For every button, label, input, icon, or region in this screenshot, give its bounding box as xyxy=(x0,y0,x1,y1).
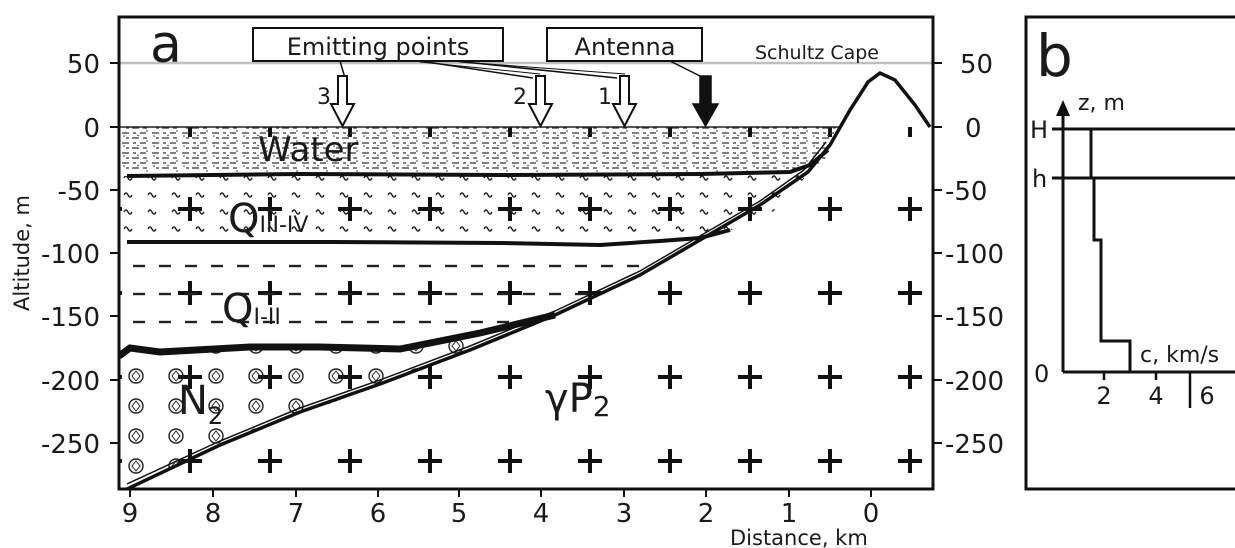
y-tick-label: -100 xyxy=(945,240,1004,270)
x-axis-label: Distance, km xyxy=(730,526,868,548)
c-tick-label: 2 xyxy=(1096,382,1111,410)
antenna-label: Antenna xyxy=(575,33,676,61)
panel-b-frame xyxy=(1024,15,1235,491)
x-tick-label: 0 xyxy=(863,499,880,529)
x-tick-label: 5 xyxy=(451,499,468,529)
q-iii-iv-label: QIII-IV xyxy=(228,196,308,242)
cape-label: Schultz Cape xyxy=(755,42,879,64)
water-layer xyxy=(119,127,836,172)
x-tick-label: 3 xyxy=(616,499,633,529)
y-tick-label: -200 xyxy=(945,367,1004,397)
n2-label: N2 xyxy=(178,378,223,430)
water-label: Water xyxy=(258,130,359,170)
x-tick-label: 9 xyxy=(122,499,139,529)
c-axis-label: c, km/s xyxy=(1140,343,1219,368)
x-tick-label: 7 xyxy=(288,499,305,529)
bedrock-slope-inner xyxy=(126,141,827,485)
antenna-callout: Antenna xyxy=(546,27,703,77)
y-axis-left: 50 0 -50 -100 -150 -200 -250 xyxy=(41,50,119,460)
h-lower-label: h xyxy=(1032,165,1047,193)
x-axis: 9 8 7 6 5 4 3 2 1 0 xyxy=(122,489,880,529)
point-label: 3 xyxy=(317,85,331,110)
y-tick-label: -50 xyxy=(945,177,987,207)
y-tick-label: 0 xyxy=(965,114,982,144)
point-label: 2 xyxy=(513,85,527,110)
emitting-points-label: Emitting points xyxy=(287,33,469,61)
z-axis-arrowhead xyxy=(1056,100,1070,116)
panel-a-letter: a xyxy=(150,15,182,75)
point-label: 1 xyxy=(598,85,612,110)
x-tick-label: 8 xyxy=(205,499,222,529)
x-tick-label: 4 xyxy=(533,499,550,529)
emitting-point-2: 2 xyxy=(513,75,554,129)
h-upper-label: H xyxy=(1030,116,1048,144)
z-axis-label: z, m xyxy=(1078,91,1125,116)
velocity-profile xyxy=(1089,129,1132,372)
emitting-point-3: 3 xyxy=(317,75,356,129)
panel-b-letter: b xyxy=(1036,22,1073,90)
y-tick-label: 50 xyxy=(960,50,993,80)
q-i-ii-bottom-boundary xyxy=(119,311,556,359)
c-tick-label: 6 xyxy=(1199,382,1214,410)
y-tick-label: -50 xyxy=(58,177,100,207)
y-tick-label: 50 xyxy=(67,50,100,80)
panel-b: b 2 4 6 z, m c, km/s H h 0 xyxy=(1024,15,1235,491)
water-bottom-boundary xyxy=(126,148,830,178)
x-tick-label: 2 xyxy=(698,499,715,529)
x-tick-label: 1 xyxy=(781,499,798,529)
y-tick-label: -100 xyxy=(41,240,100,270)
y-tick-label: -250 xyxy=(41,430,100,460)
c-tick-label: 4 xyxy=(1148,382,1163,410)
y-tick-label: 0 xyxy=(83,114,100,144)
q-i-ii-layer xyxy=(119,242,700,352)
granite-label: γP2 xyxy=(545,376,611,423)
y-tick-label: -150 xyxy=(945,303,1004,333)
origin-label: 0 xyxy=(1034,360,1049,388)
y-axis-right: 50 0 -50 -100 -150 -200 -250 xyxy=(933,50,1004,460)
q-iii-iv-layer xyxy=(119,172,808,242)
emitting-point-1: 1 xyxy=(598,75,638,129)
x-tick-label: 6 xyxy=(370,499,387,529)
y-axis-label: Altitude, m xyxy=(10,195,34,311)
y-tick-label: -250 xyxy=(945,430,1004,460)
y-tick-label: -200 xyxy=(41,367,100,397)
panel-a: a 50 0 -50 -100 -150 -200 -250 50 0 xyxy=(10,15,1004,548)
emitting-points-callout: Emitting points xyxy=(252,27,626,79)
bedrock-slope xyxy=(126,70,932,489)
y-tick-label: -150 xyxy=(41,303,100,333)
q-i-ii-label: QI-II xyxy=(222,286,281,332)
antenna-arrow xyxy=(691,75,720,128)
